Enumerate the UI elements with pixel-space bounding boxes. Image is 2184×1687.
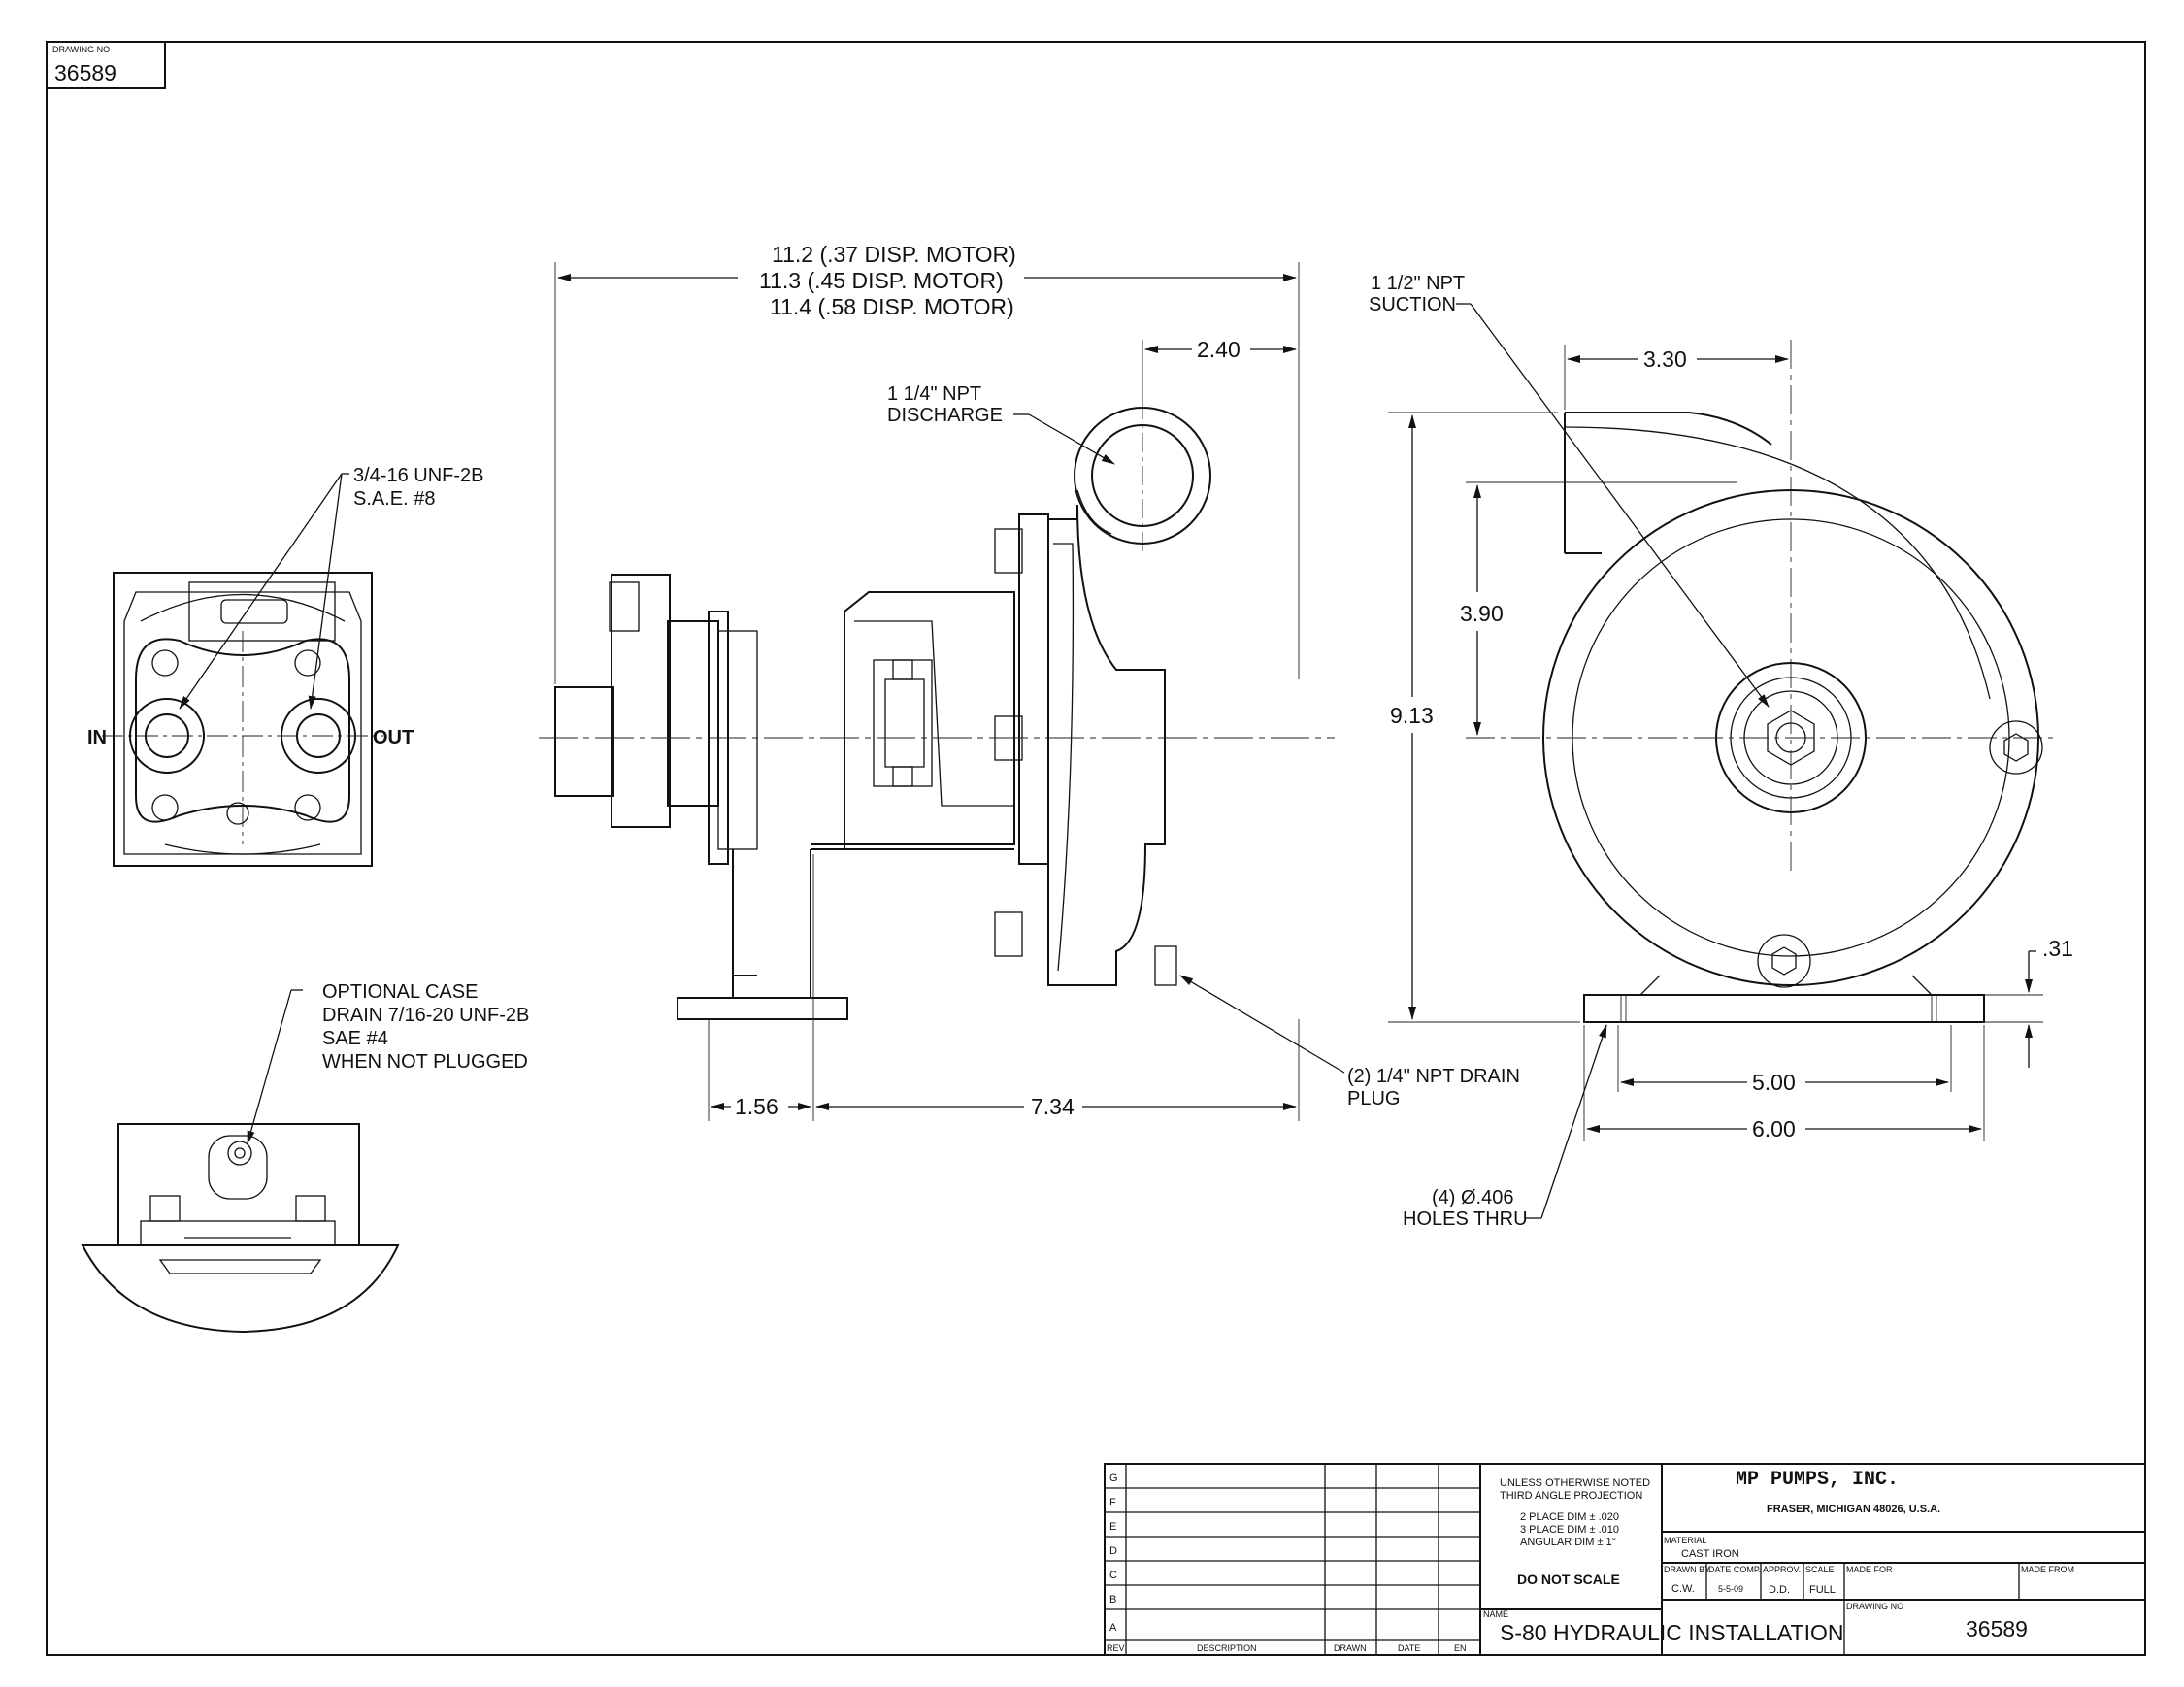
svg-text:(4) Ø.406: (4) Ø.406 (1432, 1187, 1513, 1208)
svg-text:36589: 36589 (1966, 1616, 2028, 1641)
svg-text:DRAWN: DRAWN (1334, 1643, 1367, 1653)
title-block: G F E D C B A REV DESCRIPTION DRAWN DATE… (1104, 1463, 2146, 1656)
svg-text:DATE: DATE (1398, 1643, 1420, 1653)
svg-text:1 1/4" NPT: 1 1/4" NPT (887, 383, 981, 405)
svg-text:C.W.: C.W. (1671, 1583, 1695, 1595)
svg-text:S-80 HYDRAULIC INSTALLATION: S-80 HYDRAULIC INSTALLATION (1500, 1620, 1843, 1645)
svg-text:EN: EN (1454, 1643, 1467, 1653)
svg-text:6.00: 6.00 (1752, 1116, 1796, 1141)
drawing-number-corner: DRAWING NO 36589 (46, 41, 166, 89)
revision-table: G F E D C B A REV DESCRIPTION DRAWN DATE… (1105, 1464, 1481, 1655)
svg-text:2 PLACE DIM ± .020: 2 PLACE DIM ± .020 (1520, 1511, 1619, 1523)
svg-text:MATERIAL: MATERIAL (1664, 1536, 1706, 1545)
svg-text:DRAIN 7/16-20 UNF-2B: DRAIN 7/16-20 UNF-2B (322, 1005, 529, 1026)
svg-text:REV: REV (1107, 1643, 1125, 1653)
svg-text:DRAWN BY: DRAWN BY (1664, 1565, 1710, 1574)
svg-text:WHEN NOT PLUGGED: WHEN NOT PLUGGED (322, 1051, 528, 1073)
svg-text:MADE FOR: MADE FOR (1846, 1565, 1893, 1574)
svg-text:IN: IN (87, 727, 107, 748)
svg-text:3 PLACE DIM ± .010: 3 PLACE DIM ± .010 (1520, 1524, 1619, 1536)
svg-text:DO NOT SCALE: DO NOT SCALE (1517, 1571, 1620, 1587)
svg-text:PLUG: PLUG (1347, 1088, 1400, 1109)
svg-text:SAE #4: SAE #4 (322, 1028, 388, 1049)
svg-text:FULL: FULL (1809, 1584, 1836, 1596)
svg-text:1.56: 1.56 (735, 1094, 778, 1119)
side-bolts (994, 528, 1023, 957)
svg-text:2.40: 2.40 (1197, 337, 1241, 362)
svg-text:DRAWING NO: DRAWING NO (1846, 1602, 1903, 1611)
svg-text:36589: 36589 (54, 60, 116, 85)
front-view: 1 1/2" NPT SUCTION 3.30 3.90 9.13 .31 (1369, 273, 2073, 1230)
svg-text:FRASER, MICHIGAN 48026, U.S.A: FRASER, MICHIGAN 48026, U.S.A. (1767, 1504, 1940, 1515)
svg-text:UNLESS OTHERWISE NOTED: UNLESS OTHERWISE NOTED (1500, 1477, 1650, 1489)
svg-text:5-5-09: 5-5-09 (1718, 1584, 1743, 1594)
svg-text:SUCTION: SUCTION (1369, 294, 1456, 315)
svg-text:S.A.E. #8: S.A.E. #8 (353, 488, 436, 510)
svg-text:MADE FROM: MADE FROM (2021, 1565, 2074, 1574)
svg-text:9.13: 9.13 (1390, 703, 1434, 728)
svg-text:3/4-16 UNF-2B: 3/4-16 UNF-2B (353, 465, 484, 486)
svg-text:7.34: 7.34 (1031, 1094, 1075, 1119)
svg-text:NAME: NAME (1483, 1609, 1508, 1619)
rear-bolts (151, 649, 321, 825)
svg-text:3.90: 3.90 (1460, 601, 1504, 626)
svg-text:5.00: 5.00 (1752, 1070, 1796, 1095)
svg-text:OUT: OUT (373, 727, 414, 748)
front-bolts (1757, 720, 2043, 988)
svg-text:G: G (1109, 1472, 1118, 1484)
svg-text:ANGULAR DIM ± 1°: ANGULAR DIM ± 1° (1520, 1537, 1616, 1548)
svg-text:C: C (1109, 1570, 1117, 1581)
svg-text:HOLES THRU: HOLES THRU (1403, 1208, 1528, 1230)
svg-text:(2) 1/4" NPT DRAIN: (2) 1/4" NPT DRAIN (1347, 1066, 1520, 1087)
svg-text:THIRD ANGLE PROJECTION: THIRD ANGLE PROJECTION (1500, 1490, 1642, 1502)
svg-text:11.2 (.37 DISP. MOTOR): 11.2 (.37 DISP. MOTOR) (772, 242, 1016, 267)
rear-view: IN OUT 3/4-16 UNF-2B S.A.E. #8 (87, 465, 484, 867)
svg-text:E: E (1109, 1521, 1116, 1533)
sheet-border (46, 41, 2146, 1656)
svg-text:DISCHARGE: DISCHARGE (887, 405, 1003, 426)
svg-text:A: A (1109, 1622, 1117, 1634)
svg-text:CAST IRON: CAST IRON (1681, 1548, 1739, 1560)
svg-text:DRAWING NO: DRAWING NO (52, 45, 110, 54)
svg-text:SCALE: SCALE (1805, 1565, 1835, 1574)
svg-text:D.D.: D.D. (1769, 1584, 1790, 1596)
svg-text:DATE COMP.: DATE COMP. (1708, 1565, 1761, 1574)
svg-text:DESCRIPTION: DESCRIPTION (1197, 1643, 1257, 1653)
svg-text:D: D (1109, 1545, 1117, 1557)
svg-text:APPROV.: APPROV. (1763, 1565, 1801, 1574)
svg-text:11.4 (.58 DISP. MOTOR): 11.4 (.58 DISP. MOTOR) (770, 294, 1014, 319)
svg-text:11.3 (.45 DISP. MOTOR): 11.3 (.45 DISP. MOTOR) (759, 268, 1004, 293)
svg-text:3.30: 3.30 (1643, 347, 1687, 372)
svg-text:B: B (1109, 1594, 1116, 1605)
svg-text:OPTIONAL CASE: OPTIONAL CASE (322, 981, 478, 1003)
side-view: 11.2 (.37 DISP. MOTOR) 11.3 (.45 DISP. M… (539, 242, 1520, 1121)
svg-text:F: F (1109, 1497, 1116, 1508)
drain-detail-view: OPTIONAL CASE DRAIN 7/16-20 UNF-2B SAE #… (81, 981, 529, 1334)
svg-text:.31: .31 (2042, 936, 2073, 961)
svg-text:1 1/2" NPT: 1 1/2" NPT (1371, 273, 1465, 294)
svg-text:MP PUMPS, INC.: MP PUMPS, INC. (1736, 1469, 1899, 1491)
